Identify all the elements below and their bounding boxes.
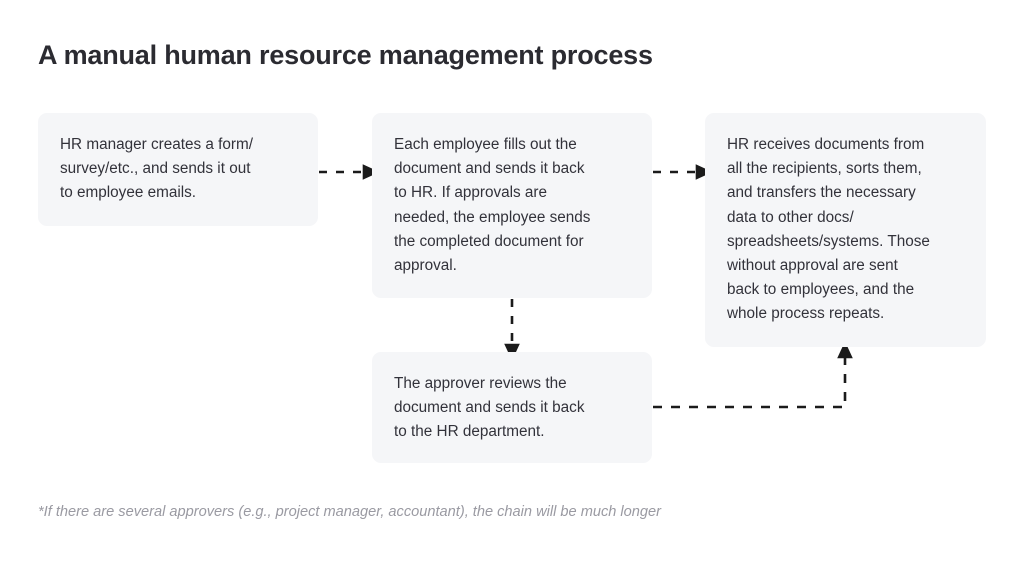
flow-step-1-text: HR manager creates a form/ survey/etc., … (60, 136, 253, 202)
arrow-step4-to-step3 (653, 341, 853, 409)
footnote: *If there are several approvers (e.g., p… (38, 504, 661, 520)
flow-step-3[interactable]: HR receives documents from all the recip… (705, 113, 986, 347)
flow-step-4[interactable]: The approver reviews the document and se… (372, 352, 652, 463)
flow-step-2[interactable]: Each employee fills out the document and… (372, 113, 652, 298)
flow-step-4-text: The approver reviews the document and se… (394, 375, 585, 441)
flow-step-3-text: HR receives documents from all the recip… (727, 136, 930, 323)
page-title: A manual human resource management proce… (38, 40, 653, 70)
flow-step-2-text: Each employee fills out the document and… (394, 136, 591, 275)
flow-step-1[interactable]: HR manager creates a form/ survey/etc., … (38, 113, 318, 226)
